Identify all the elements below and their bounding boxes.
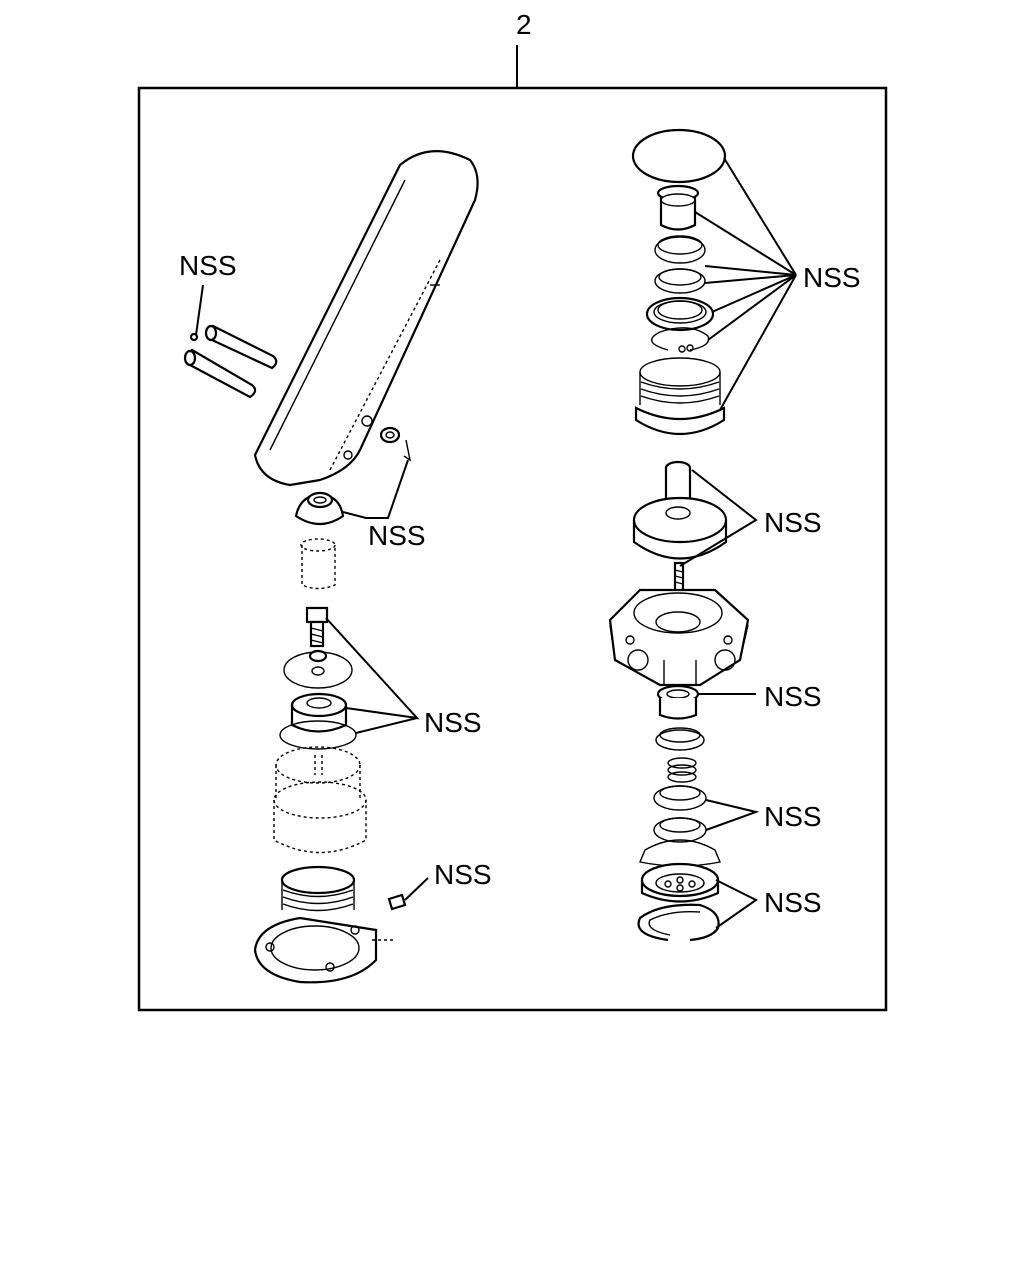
valve-stem xyxy=(673,561,685,593)
leader-plunger xyxy=(325,617,420,734)
nss-label-base: NSS xyxy=(434,859,492,890)
nss-label-plunger: NSS xyxy=(424,707,482,738)
leader-base xyxy=(404,877,429,901)
right-callouts: NSS NSS NSS NSS NSS xyxy=(679,157,861,929)
o-ring-set xyxy=(645,235,715,332)
lower-o-ring xyxy=(655,727,705,751)
nss-label-boot: NSS xyxy=(368,520,426,551)
pedal-pad xyxy=(253,150,479,487)
spring-seat xyxy=(283,649,353,689)
seal-rings xyxy=(653,785,707,843)
kit-frame xyxy=(137,86,888,1012)
adjust-bolt xyxy=(305,606,329,648)
pedal-assembly xyxy=(183,150,479,984)
nss-label-piston: NSS xyxy=(764,507,822,538)
pivot-washer xyxy=(379,426,412,462)
nss-label-retainer: NSS xyxy=(764,887,822,918)
plunger-rod xyxy=(300,538,336,590)
brake-valve-assembly xyxy=(608,128,750,942)
leader-pins xyxy=(195,284,204,336)
callout-number: 2 xyxy=(516,9,532,40)
return-spring xyxy=(667,757,697,783)
nss-label-seals: NSS xyxy=(764,801,822,832)
top-bushing xyxy=(656,184,700,231)
threaded-cup xyxy=(634,357,726,436)
snap-ring xyxy=(651,327,710,353)
leader-piston xyxy=(679,469,758,567)
left-callouts: NSS NSS NSS NSS xyxy=(179,250,492,901)
leader-valve-top xyxy=(694,157,797,411)
nss-label-valve-top: NSS xyxy=(803,262,861,293)
rubber-cushion xyxy=(279,692,357,750)
threaded-base xyxy=(253,865,395,984)
valve-body xyxy=(608,588,750,687)
nss-label-guide: NSS xyxy=(764,681,822,712)
nss-label-pins: NSS xyxy=(179,250,237,281)
piston xyxy=(632,460,728,560)
base-key xyxy=(387,893,407,911)
rubber-boot xyxy=(294,491,345,526)
pivot-pins xyxy=(183,324,278,399)
retaining-ring xyxy=(637,903,720,942)
cap-disc xyxy=(631,128,727,184)
leader-retainer xyxy=(715,879,758,929)
lower-bushing xyxy=(656,684,700,720)
leader-seals xyxy=(705,799,760,831)
leader-boot xyxy=(342,459,409,519)
lower-piston xyxy=(639,839,721,903)
plunger-housing xyxy=(273,746,367,854)
